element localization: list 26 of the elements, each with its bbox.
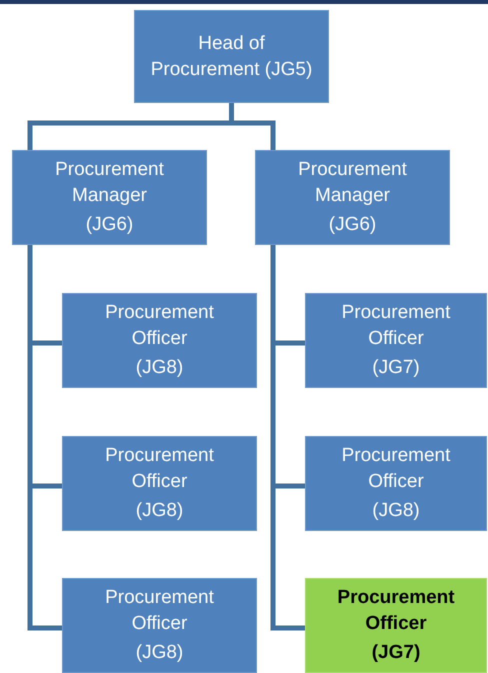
job-grade: (JG7): [372, 356, 420, 380]
position-box: [305, 578, 487, 673]
position-box: [62, 293, 257, 388]
job-title: Procurement Officer: [104, 444, 215, 494]
job-title: Procurement Officer: [104, 301, 215, 351]
position-box: [62, 436, 257, 531]
job-title: Procurement Officer: [340, 301, 452, 351]
job-grade: (JG8): [372, 499, 420, 524]
position-box: [12, 150, 207, 245]
position-box: [134, 10, 329, 103]
job-title: Procurement Manager: [54, 158, 165, 208]
job-grade: (JG6): [86, 213, 134, 238]
position-box: [305, 293, 487, 388]
job-title: Procurement Officer: [336, 586, 456, 636]
job-grade: (JG7): [372, 641, 420, 666]
job-grade: (JG8): [136, 641, 184, 666]
job-grade: (JG8): [136, 499, 184, 524]
position-box: [62, 578, 257, 673]
job-grade: (JG6): [328, 213, 376, 238]
job-title: Head of Procurement (JG5): [150, 32, 314, 82]
job-grade: (JG8): [136, 356, 184, 380]
position-box: [305, 436, 487, 531]
position-box: [255, 150, 450, 245]
job-title: Procurement Manager: [297, 158, 408, 208]
job-title: Procurement Officer: [340, 444, 452, 494]
job-title: Procurement Officer: [104, 586, 215, 636]
